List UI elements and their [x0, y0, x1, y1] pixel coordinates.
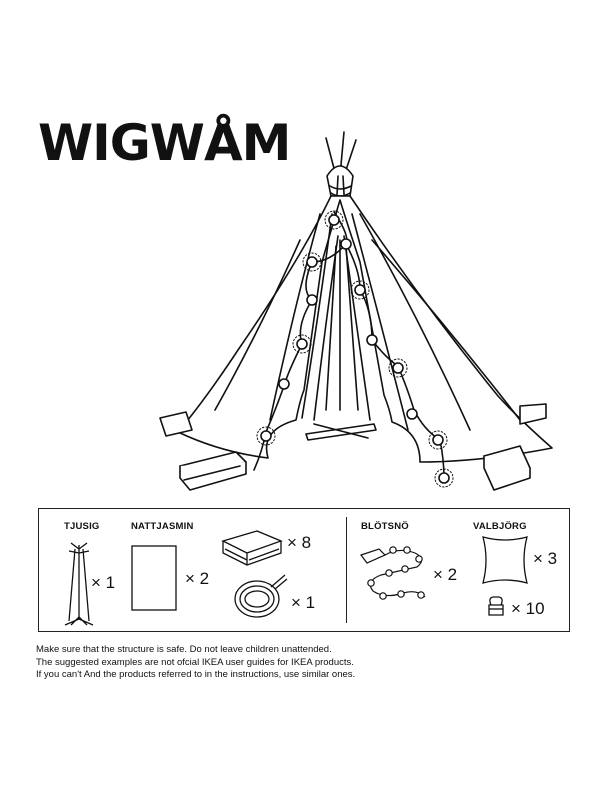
string-lights-icon — [360, 546, 426, 600]
parts-divider — [346, 517, 347, 623]
part-qty-tjusig: × 1 — [91, 573, 116, 592]
folded-sheet-icon — [131, 545, 177, 611]
page-title: WIGWÅM — [38, 114, 291, 172]
safety-notes: Make sure that the structure is safe. Do… — [36, 644, 576, 682]
note-line: If you can't And the products referred t… — [36, 669, 356, 680]
part-qty-blotsno: × 2 — [433, 565, 458, 584]
part-qty-clip: × 10 — [511, 599, 545, 618]
cushion-icon — [482, 536, 528, 584]
note-line: The suggested examples are not ofcial IK… — [36, 656, 354, 668]
part-qty-rope: × 1 — [291, 593, 316, 612]
binder-clip-icon — [488, 596, 504, 616]
note-line: Make sure that the structure is safe. Do… — [36, 644, 332, 655]
part-name-nattjasmin: NATTJASMIN — [131, 521, 194, 532]
parts-list-box: TJUSIG × 1 NATTJASMIN × 2 × 8 × 1 BLÖTSN… — [38, 508, 570, 632]
part-qty-valbjorg: × 3 — [533, 549, 558, 568]
part-name-valbjorg: VALBJÖRG — [473, 521, 527, 532]
coat-stand-icon — [64, 542, 94, 626]
teepee-tent-illustration — [159, 131, 553, 491]
part-name-blotsno: BLÖTSNÖ — [361, 521, 409, 532]
book-icon — [221, 530, 283, 566]
rope-coil-icon — [234, 574, 288, 618]
part-name-tjusig: TJUSIG — [64, 521, 100, 532]
part-qty-nattjasmin: × 2 — [185, 569, 210, 588]
part-qty-book: × 8 — [287, 533, 312, 552]
